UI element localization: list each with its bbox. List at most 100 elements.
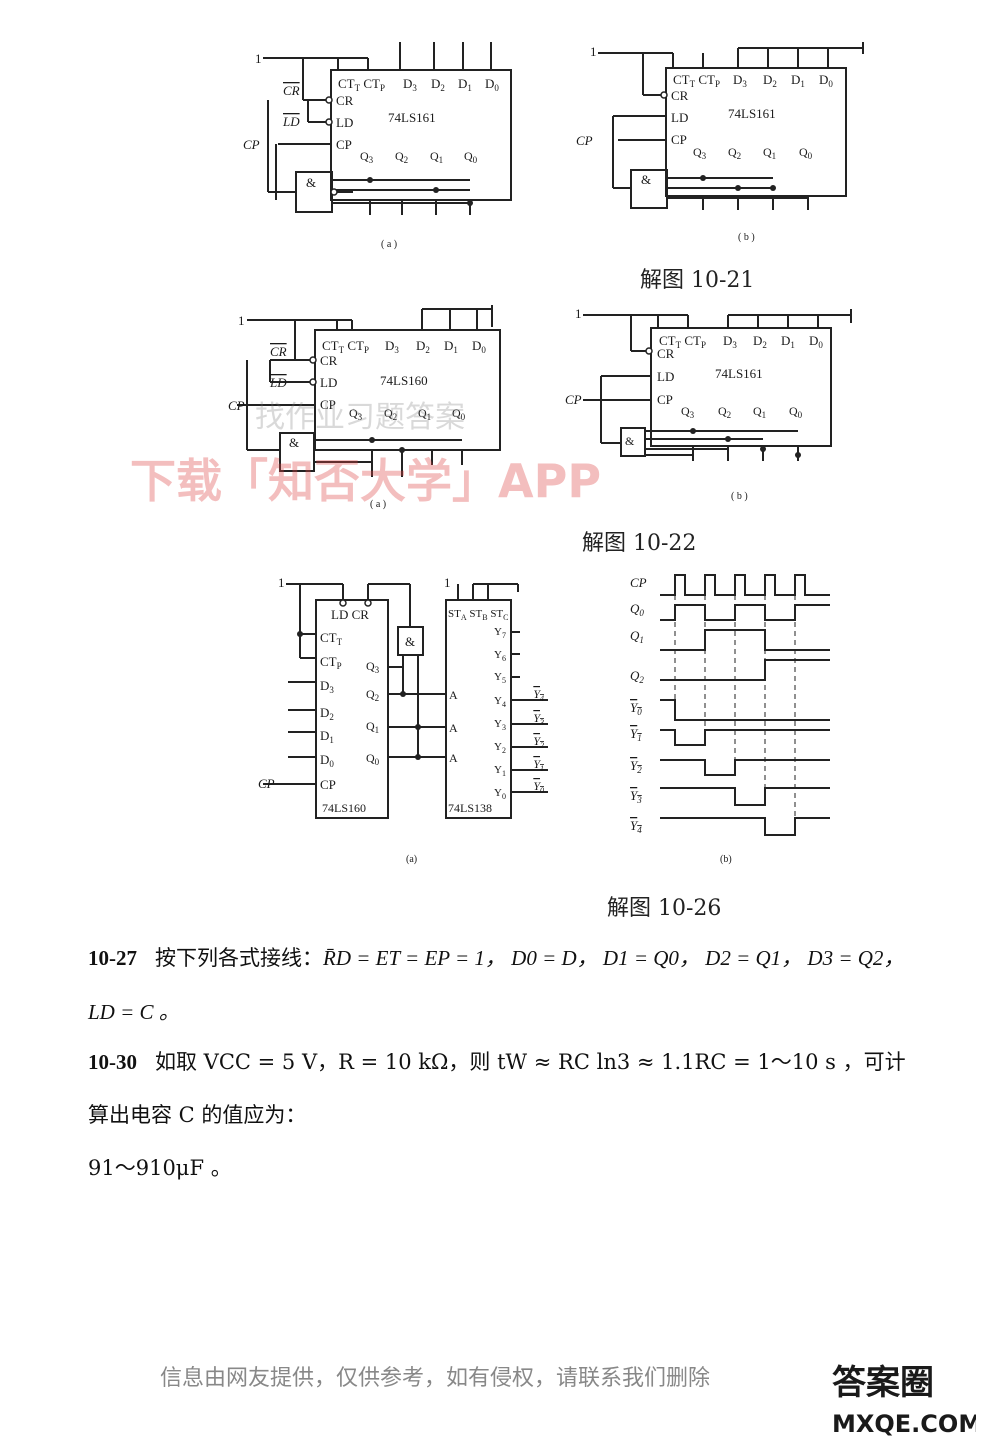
svg-text:CP: CP xyxy=(258,776,275,791)
svg-text:D0: D0 xyxy=(485,76,499,93)
svg-text:CP: CP xyxy=(565,392,582,407)
svg-text:1: 1 xyxy=(238,313,245,328)
svg-text:&: & xyxy=(306,175,316,190)
svg-text:D3: D3 xyxy=(723,333,737,350)
svg-text:Q0: Q0 xyxy=(366,751,380,767)
svg-text:Q0: Q0 xyxy=(630,601,644,618)
svg-text:1: 1 xyxy=(590,44,597,59)
figure-10-21-a: 1 CTT CTP D3 D2 D1 D0 CR LD CP 74LS161 Q… xyxy=(243,42,512,250)
svg-text:CR: CR xyxy=(320,353,338,368)
svg-text:CP: CP xyxy=(336,137,352,152)
svg-text:CR: CR xyxy=(671,88,689,103)
svg-text:Y1: Y1 xyxy=(494,764,506,778)
svg-text:D0: D0 xyxy=(819,72,833,89)
answer-10-30-line3: 91～910μF 。 xyxy=(88,1156,232,1180)
figure-caption-10-26: 解图 10-26 xyxy=(607,896,722,921)
svg-text:&: & xyxy=(405,634,415,649)
svg-text:Y5: Y5 xyxy=(494,671,506,685)
svg-text:CTT CTP: CTT CTP xyxy=(673,72,720,89)
svg-text:( a ): ( a ) xyxy=(370,499,386,510)
svg-text:Q2: Q2 xyxy=(395,149,408,165)
figure-10-26-b: CP Q0 Q1 Q2 Y0 Y1 Y2 Y3 Y4 (b) xyxy=(630,574,830,865)
svg-text:Q2: Q2 xyxy=(718,404,731,420)
figure-10-21-b: 1 CTT CTP D3 D2 D1 D0 CR LD CP 74LS161 Q… xyxy=(576,42,864,243)
svg-text:Y2: Y2 xyxy=(533,734,544,750)
svg-text:Y1: Y1 xyxy=(533,757,544,773)
svg-text:CTT CTP: CTT CTP xyxy=(338,76,385,93)
figure-caption-10-22: 解图 10-22 xyxy=(582,531,697,556)
answer-10-27-ld: LD = C 。 xyxy=(88,1000,180,1024)
svg-text:74LS161: 74LS161 xyxy=(388,110,436,125)
svg-text:A: A xyxy=(449,751,458,765)
svg-text:CTT CTP: CTT CTP xyxy=(659,333,706,350)
svg-text:Y0: Y0 xyxy=(630,700,642,717)
svg-text:D0: D0 xyxy=(809,333,823,350)
svg-text:Q3: Q3 xyxy=(693,145,707,161)
svg-text:Q0: Q0 xyxy=(464,149,478,165)
svg-text:A: A xyxy=(449,721,458,735)
svg-text:LD: LD xyxy=(269,375,287,390)
logo-text: 答案圈 xyxy=(832,1363,934,1403)
svg-text:Y4: Y4 xyxy=(494,695,506,709)
svg-text:74LS160: 74LS160 xyxy=(322,801,366,815)
figure-caption-10-21: 解图 10-21 xyxy=(640,268,755,293)
svg-text:CR: CR xyxy=(336,93,354,108)
site-logo: 答案圈 MXQE.COM xyxy=(832,1363,976,1438)
svg-text:Q3: Q3 xyxy=(360,149,374,165)
svg-text:LD: LD xyxy=(671,110,688,125)
disclaimer-footer: 信息由网友提供，仅供参考，如有侵权，请联系我们删除 xyxy=(160,1366,711,1391)
svg-text:D1: D1 xyxy=(444,338,458,355)
figure-10-26-a: 1 1 LD CR CTT CTP D3 D2 D1 D0 CP Q3 Q2 Q… xyxy=(258,575,548,865)
svg-text:Q0: Q0 xyxy=(789,404,803,420)
svg-text:Q3: Q3 xyxy=(681,404,695,420)
svg-text:CR: CR xyxy=(283,83,300,98)
svg-text:Y2: Y2 xyxy=(494,741,506,755)
svg-text:&: & xyxy=(625,434,635,448)
watermark-line-1: 找作业习题答案 xyxy=(255,400,465,435)
svg-text:( b ): ( b ) xyxy=(731,491,748,502)
svg-text:D2: D2 xyxy=(753,333,767,350)
svg-text:CR: CR xyxy=(270,344,287,359)
svg-text:( a ): ( a ) xyxy=(381,239,397,250)
logo-domain: MXQE.COM xyxy=(832,1410,976,1438)
answer-number-10-27: 10-27 xyxy=(88,946,137,970)
answer-10-27-line2: LD = C 。 xyxy=(88,996,180,1028)
svg-text:(a): (a) xyxy=(406,854,417,865)
svg-text:1: 1 xyxy=(575,306,582,321)
svg-text:D2: D2 xyxy=(320,705,334,722)
svg-text:CP: CP xyxy=(630,575,647,590)
svg-text:LD: LD xyxy=(336,115,353,130)
svg-text:A: A xyxy=(449,688,458,702)
svg-text:1: 1 xyxy=(255,51,262,66)
svg-text:Q1: Q1 xyxy=(366,719,379,735)
svg-text:D3: D3 xyxy=(403,76,417,93)
svg-text:CR: CR xyxy=(657,346,675,361)
svg-text:D2: D2 xyxy=(416,338,430,355)
svg-text:D1: D1 xyxy=(458,76,472,93)
svg-text:D3: D3 xyxy=(385,338,399,355)
svg-text:Q0: Q0 xyxy=(799,145,813,161)
svg-text:Y0: Y0 xyxy=(533,779,544,795)
svg-text:D1: D1 xyxy=(781,333,795,350)
svg-text:Q2: Q2 xyxy=(728,145,741,161)
figure-10-22-b: 1 CTT CTP D3 D2 D1 D0 CR LD CP 74LS161 Q… xyxy=(565,306,852,502)
svg-text:D0: D0 xyxy=(320,752,334,769)
svg-text:LD: LD xyxy=(657,369,674,384)
svg-text:Y4: Y4 xyxy=(533,687,544,703)
svg-text:Y4: Y4 xyxy=(630,818,642,835)
answer-number-10-30: 10-30 xyxy=(88,1050,137,1074)
svg-text:CP: CP xyxy=(320,397,336,412)
svg-text:D2: D2 xyxy=(431,76,445,93)
svg-text:CP: CP xyxy=(671,132,687,147)
svg-text:D3: D3 xyxy=(320,678,334,695)
svg-text:Y3: Y3 xyxy=(494,718,506,732)
svg-text:LD CR: LD CR xyxy=(331,607,369,622)
answer-10-27-intro: 按下列各式接线： xyxy=(155,946,323,970)
svg-text:74LS161: 74LS161 xyxy=(715,366,763,381)
svg-text:Q1: Q1 xyxy=(430,149,443,165)
svg-text:Y2: Y2 xyxy=(630,758,642,775)
svg-text:Q1: Q1 xyxy=(763,145,776,161)
svg-text:&: & xyxy=(289,435,299,450)
svg-text:(b): (b) xyxy=(720,854,732,865)
svg-text:Q3: Q3 xyxy=(366,659,380,675)
